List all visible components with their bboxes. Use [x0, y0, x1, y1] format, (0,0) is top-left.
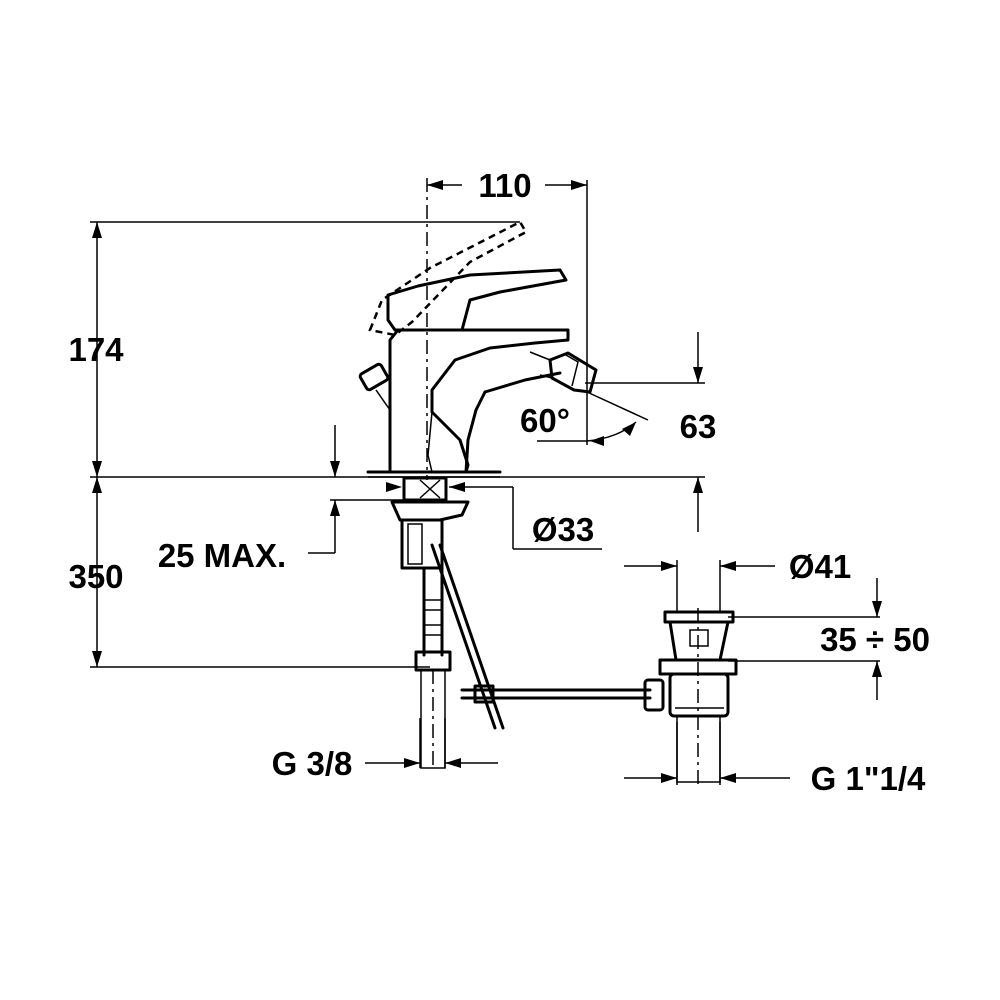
label-350: 350: [68, 558, 123, 595]
center-lines: [426, 178, 699, 785]
label-g114: G 1"1/4: [811, 760, 926, 797]
dimension-350: 350: [68, 477, 124, 667]
label-110: 110: [478, 167, 531, 204]
dimension-60-deg: 60°: [520, 391, 649, 446]
label-25-max: 25 MAX.: [158, 537, 286, 574]
faucet-body: [358, 220, 598, 478]
label-dia-33: Ø33: [532, 511, 594, 548]
extension-lines: [90, 180, 880, 785]
label-g38: G 3/8: [272, 745, 353, 782]
waste-assembly: [460, 610, 738, 783]
dimension-174: 174: [68, 222, 124, 477]
dimension-g114: G 1"1/4: [624, 760, 926, 797]
dimension-dia-33: Ø33: [386, 482, 602, 550]
dimension-25-max: 25 MAX.: [158, 425, 412, 574]
dimension-63: 63: [680, 332, 717, 532]
label-35-50: 35 ÷ 50: [820, 621, 930, 658]
fixing-assembly: [390, 476, 505, 769]
label-dia-41: Ø41: [789, 548, 851, 585]
label-63: 63: [680, 408, 717, 445]
dimension-110: 110: [427, 167, 587, 204]
dimension-dia-41: Ø41: [624, 548, 851, 585]
label-60-deg: 60°: [520, 402, 570, 439]
dimension-35-50: 35 ÷ 50: [820, 578, 930, 700]
dimension-g38: G 3/8: [272, 745, 498, 782]
label-174: 174: [68, 331, 124, 368]
